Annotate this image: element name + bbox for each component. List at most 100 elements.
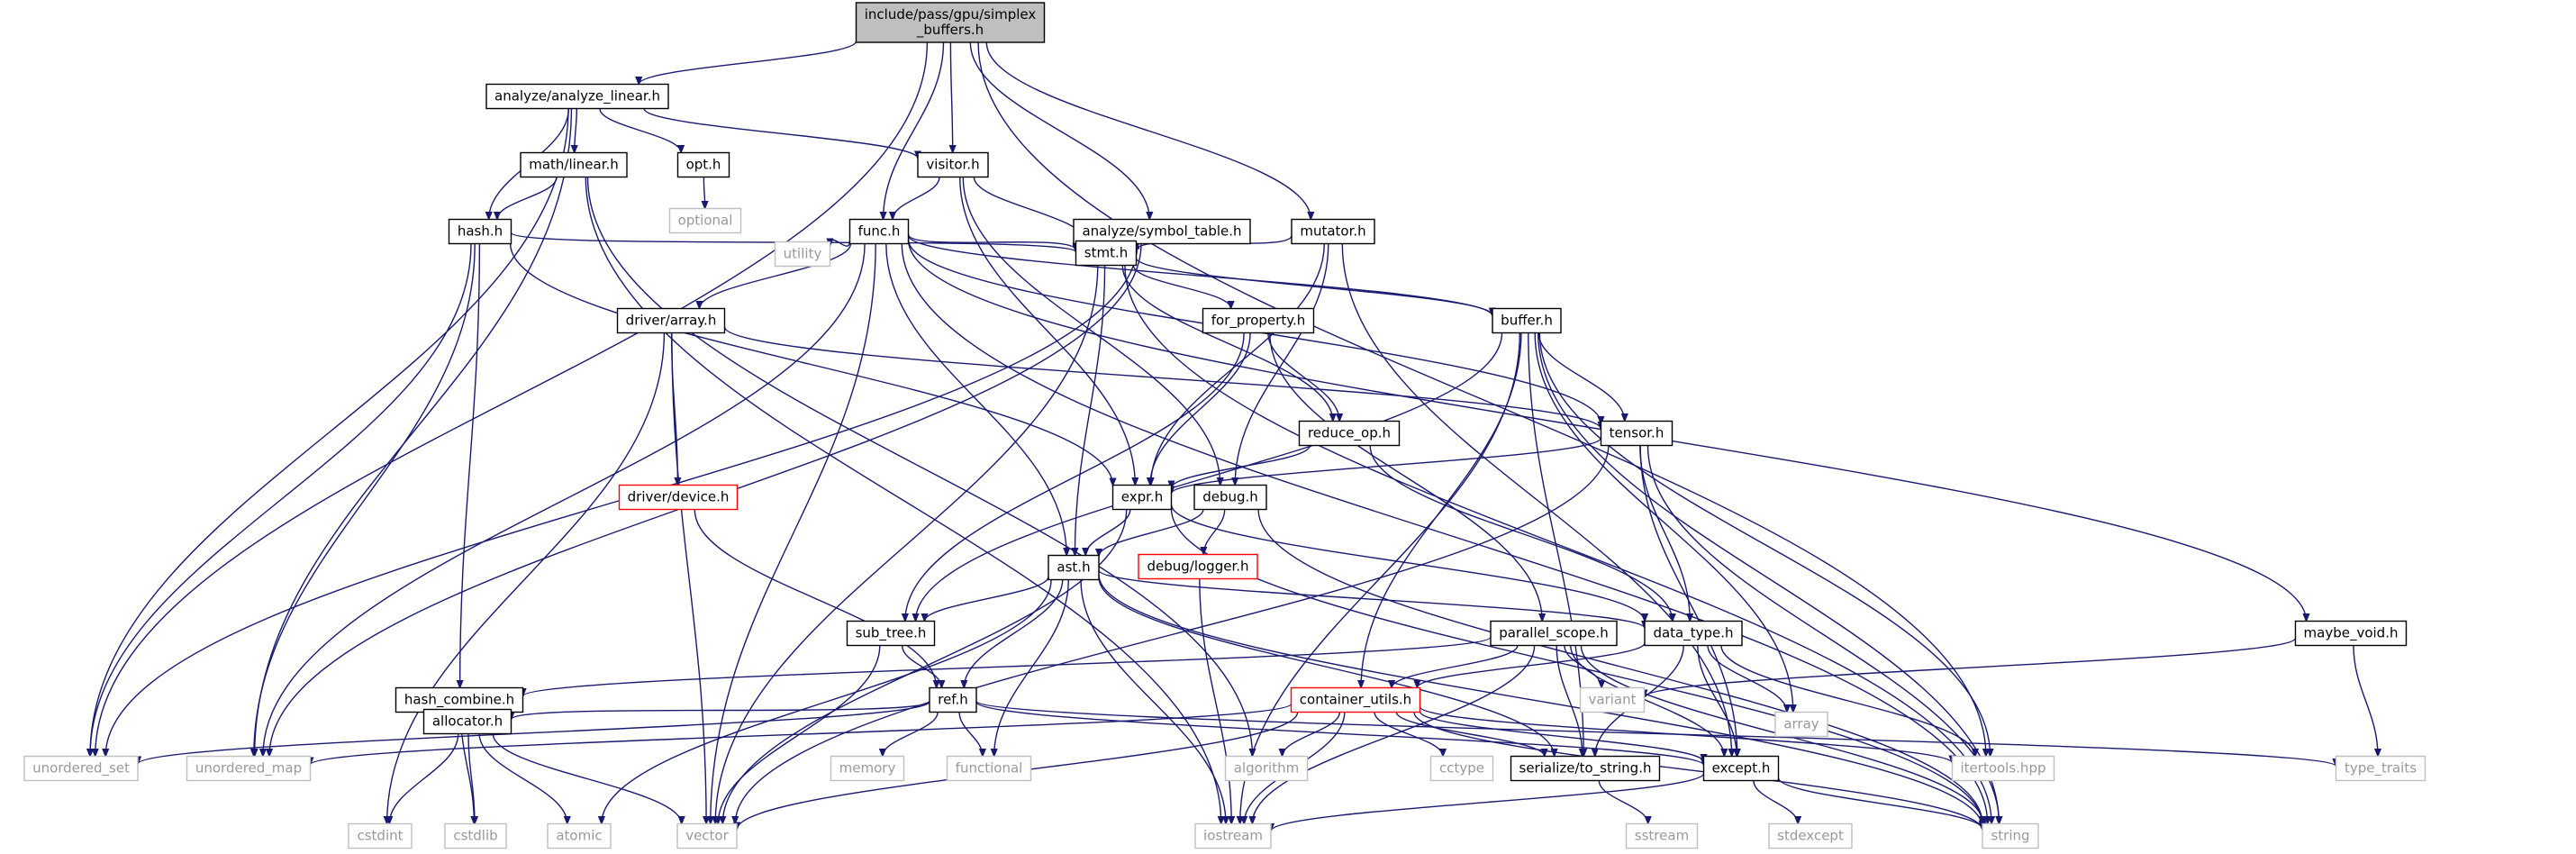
- edge-ref-to-functional: [958, 712, 983, 757]
- node-parallel-scope[interactable]: parallel_scope.h: [1490, 620, 1618, 647]
- node-label: analyze/symbol_table.h: [1082, 223, 1241, 241]
- node-hash-combine[interactable]: hash_combine.h: [395, 686, 524, 713]
- edge-root-to-unordered-set: [95, 41, 929, 757]
- edge-data-type-to-itertools: [1720, 645, 1975, 757]
- edge-hash-to-expr: [509, 243, 1113, 486]
- edge-buffer-to-sub-tree: [916, 332, 1503, 622]
- node-ref[interactable]: ref.h: [929, 686, 977, 713]
- node-for-property[interactable]: for_property.h: [1202, 307, 1315, 334]
- node-reduce-op[interactable]: reduce_op.h: [1298, 420, 1401, 447]
- edge-root-to-mutator: [985, 41, 1311, 220]
- edge-mutator-to-expr: [1151, 243, 1325, 486]
- node-expr[interactable]: expr.h: [1111, 484, 1173, 511]
- node-func[interactable]: func.h: [848, 218, 910, 245]
- node-box: [618, 484, 739, 511]
- edge-root-to-symbol-table: [969, 41, 1149, 220]
- edge-buffer-to-tensor: [1537, 332, 1625, 422]
- node-box: [676, 151, 730, 178]
- edge-visitor-to-debug: [962, 177, 1220, 486]
- node-stmt[interactable]: stmt.h: [1075, 240, 1138, 267]
- edge-root-to-itertools: [977, 41, 1986, 757]
- node-label: sstream: [1635, 828, 1689, 844]
- node-label: ref.h: [938, 692, 968, 708]
- node-maybe-void[interactable]: maybe_void.h: [2294, 620, 2408, 647]
- node-label: data_type.h: [1653, 625, 1733, 642]
- node-functional: functional: [946, 755, 1032, 782]
- node-allocator[interactable]: allocator.h: [422, 708, 512, 735]
- edge-allocator-to-atomic: [478, 733, 567, 824]
- node-tensor[interactable]: tensor.h: [1600, 420, 1673, 447]
- node-math-linear[interactable]: math/linear.h: [520, 151, 628, 178]
- node-label: debug/logger.h: [1147, 559, 1248, 575]
- node-label: mutator.h: [1300, 223, 1365, 240]
- edge-analyze-linear-to-opt: [599, 108, 681, 153]
- node-label: variant: [1589, 692, 1637, 708]
- node-ast[interactable]: ast.h: [1048, 554, 1100, 581]
- edge-parallel-scope-to-except: [1570, 645, 1725, 757]
- node-label: analyze/analyze_linear.h: [494, 88, 660, 105]
- node-label: hash.h: [458, 223, 503, 240]
- node-buffer[interactable]: buffer.h: [1492, 307, 1562, 334]
- node-variant: variant: [1579, 686, 1646, 713]
- edge-func-to-stmt: [907, 233, 1076, 250]
- node-root[interactable]: include/pass/gpu/simplex_buffers.h: [855, 2, 1046, 43]
- node-serialize[interactable]: serialize/to_string.h: [1510, 755, 1661, 782]
- node-label: tensor.h: [1610, 425, 1664, 441]
- edge-parallel-scope-to-serialize: [1556, 645, 1583, 757]
- node-label: except.h: [1712, 760, 1771, 777]
- node-box: [1625, 822, 1699, 849]
- node-label: cstdlib: [453, 828, 497, 844]
- edge-container-utils-to-unordered-map: [311, 703, 1293, 764]
- node-hash[interactable]: hash.h: [448, 218, 512, 245]
- node-visitor[interactable]: visitor.h: [917, 151, 989, 178]
- edge-for-property-to-reduce-op: [1267, 332, 1339, 422]
- node-label: itertools.hpp: [1961, 760, 2046, 777]
- node-label: array: [1783, 716, 1819, 732]
- node-label: utility: [784, 246, 822, 262]
- edge-data-type-to-array: [1707, 645, 1787, 713]
- node-array: array: [1774, 711, 1828, 738]
- edge-ast-to-string: [1098, 574, 1982, 828]
- node-sub-tree[interactable]: sub_tree.h: [846, 620, 936, 647]
- node-box: [855, 2, 1046, 43]
- node-except[interactable]: except.h: [1702, 755, 1780, 782]
- node-box: [1224, 755, 1309, 782]
- node-data-type[interactable]: data_type.h: [1644, 620, 1743, 647]
- node-label: cstdint: [357, 828, 403, 844]
- edge-for-property-to-parallel-scope: [1269, 332, 1542, 622]
- edge-data-type-to-container-utils: [1417, 642, 1646, 688]
- edge-driver-array-to-vector: [671, 332, 706, 824]
- edge-buffer-to-array: [1534, 332, 1793, 713]
- node-label: parallel_scope.h: [1499, 625, 1609, 642]
- node-label: ast.h: [1057, 559, 1090, 576]
- node-analyze-linear[interactable]: analyze/analyze_linear.h: [485, 83, 669, 110]
- edge-analyze-linear-to-math-linear: [575, 108, 577, 153]
- edge-func-to-string: [901, 243, 1987, 824]
- edge-maybe-void-to-variant: [1645, 637, 2297, 698]
- edge-visitor-to-func: [893, 177, 940, 220]
- node-driver-device[interactable]: driver/device.h: [618, 484, 739, 511]
- node-driver-array[interactable]: driver/array.h: [616, 307, 726, 334]
- node-utility: utility: [774, 241, 831, 268]
- node-box: [917, 151, 989, 178]
- node-box: [848, 218, 910, 245]
- edge-driver-device-to-ref: [694, 509, 936, 688]
- node-debug[interactable]: debug.h: [1193, 484, 1267, 511]
- node-box: [1579, 686, 1646, 713]
- node-debug-logger[interactable]: debug/logger.h: [1138, 553, 1258, 580]
- node-box: [1193, 484, 1267, 511]
- edge-mutator-to-except: [1341, 243, 1731, 757]
- edge-visitor-to-stmt: [973, 177, 1084, 241]
- edge-debug-to-ast: [1099, 509, 1204, 557]
- edge-expr-to-ast: [1085, 509, 1131, 556]
- node-symbol-table[interactable]: analyze/symbol_table.h: [1073, 218, 1251, 245]
- node-box: [1048, 554, 1100, 581]
- node-container-utils[interactable]: container_utils.h: [1290, 686, 1421, 713]
- node-opt[interactable]: opt.h: [676, 151, 730, 178]
- node-box: [23, 755, 139, 782]
- edge-opt-to-optional: [703, 177, 704, 209]
- node-cstdlib: cstdlib: [444, 822, 507, 849]
- node-box: [2294, 620, 2408, 647]
- edge-debug-logger-to-iostream: [1199, 578, 1231, 824]
- node-mutator[interactable]: mutator.h: [1291, 218, 1375, 245]
